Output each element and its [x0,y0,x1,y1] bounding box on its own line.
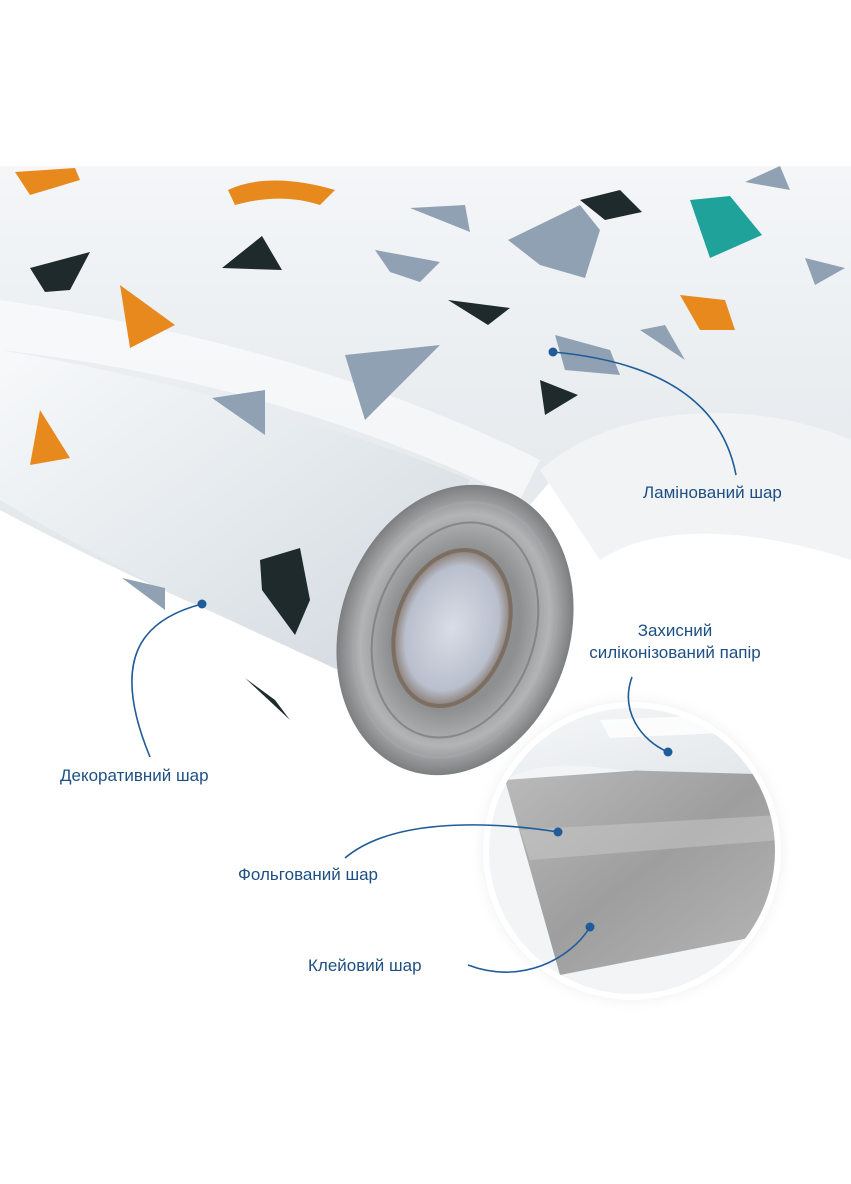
roll-core [393,549,511,707]
callout-dots [197,347,673,932]
label-protective-line2: силіконізований папір [589,643,761,662]
label-laminated-layer: Ламінований шар [643,483,782,502]
foil-layer [505,760,778,975]
callout-lines [131,351,737,973]
label-protective-paper: Захисний силіконізований папір [560,620,790,664]
backing-paper [540,412,851,560]
label-foil-layer: Фольгований шар [238,865,379,884]
label-adhesive-layer: Клейовий шар [308,956,422,975]
label-decorative-layer: Декоративний шар [60,766,209,785]
label-protective-line1: Захисний [637,621,713,640]
terrazzo-pattern [15,166,845,720]
